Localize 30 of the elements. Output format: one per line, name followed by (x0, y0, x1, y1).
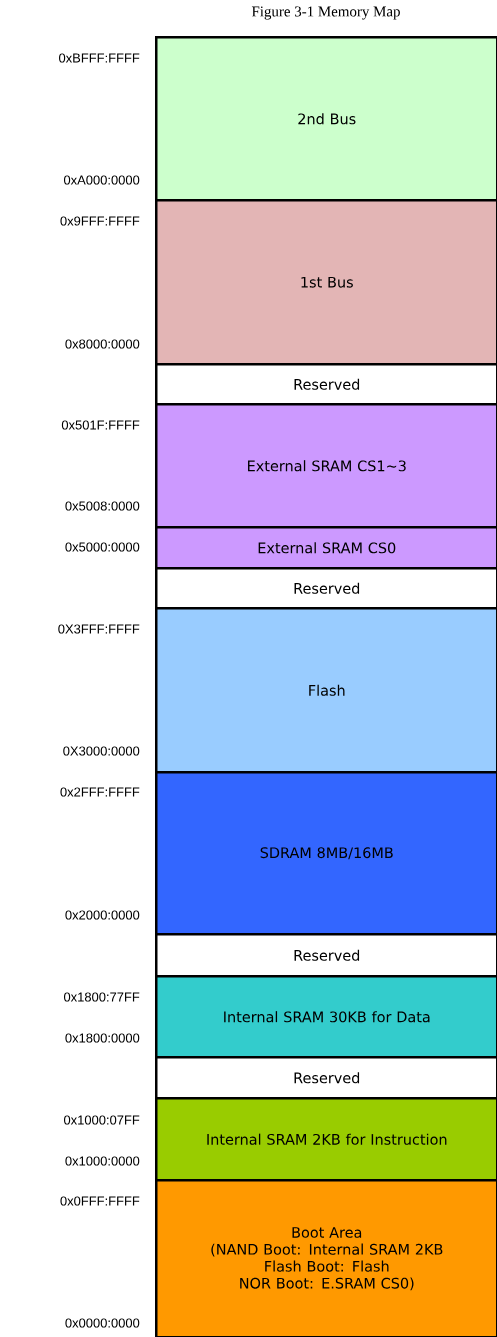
address-label: 0xA000:0000 (63, 175, 140, 185)
address-label: 0x2FFF:FFFF (60, 787, 140, 797)
address-label: 0x2000:0000 (65, 910, 140, 920)
address-label: 0x1800:0000 (65, 1033, 140, 1043)
address-label: 0x0000:0000 (65, 1318, 140, 1328)
address-label: 0X3FFF:FFFF (58, 624, 140, 634)
address-label: 0x1800:77FF (64, 992, 140, 1002)
memory-region: External SRAM CS0 (155, 526, 497, 570)
memory-region: Internal SRAM 30KB for Data (155, 975, 497, 1059)
address-label: 0x5000:0000 (65, 542, 140, 552)
memory-region: Reserved (155, 933, 497, 978)
memory-region: Reserved (155, 567, 497, 610)
address-label: 0X3000:0000 (63, 746, 140, 756)
memory-region: 2nd Bus (155, 36, 497, 202)
memory-region: Boot Area (NAND Boot: Internal SRAM 2KB Flash Boot: Flash NOR Boot: E.SRAM CS0) (155, 1179, 497, 1337)
address-label: 0x1000:0000 (65, 1156, 140, 1166)
address-label: 0x0FFF:FFFF (60, 1196, 140, 1206)
memory-region: Reserved (155, 1056, 497, 1100)
address-label: 0x5008:0000 (65, 501, 140, 511)
memory-region: SDRAM 8MB/16MB (155, 771, 497, 936)
figure-title: Figure 3-1 Memory Map (251, 6, 400, 20)
memory-region: 1st Bus (155, 199, 497, 366)
address-label: 0x1000:07FF (64, 1115, 140, 1125)
address-label: 0x9FFF:FFFF (60, 216, 140, 226)
address-label: 0xBFFF:FFFF (59, 53, 140, 63)
memory-region: Internal SRAM 2KB for Instruction (155, 1097, 497, 1182)
address-label: 0x8000:0000 (65, 339, 140, 349)
address-label: 0x501F:FFFF (61, 420, 140, 430)
memory-region: Reserved (155, 363, 497, 406)
memory-region: Flash (155, 607, 497, 774)
